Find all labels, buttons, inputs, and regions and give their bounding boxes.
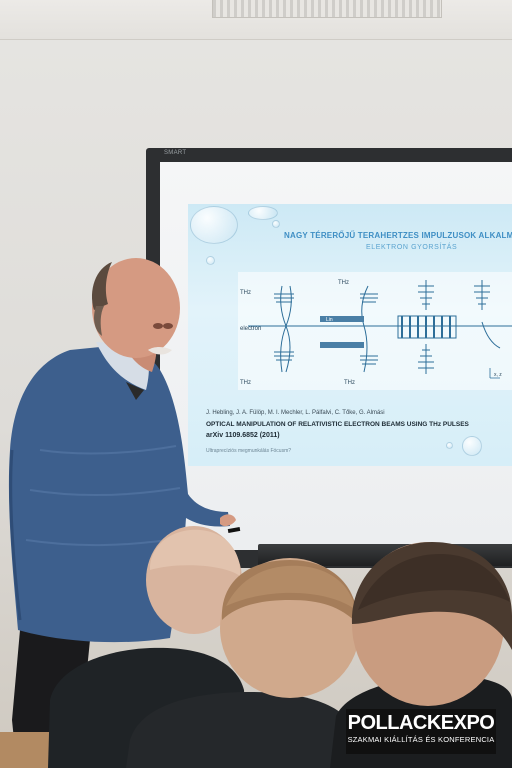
pollackexpo-logo: POLLACKEXPO SZAKMAI KIÁLLÍTÁS ÉS KONFERE…	[346, 709, 496, 754]
slide-bubble	[248, 206, 278, 220]
whiteboard-brand: SMART	[164, 150, 187, 156]
diagram-label-thz: THz	[338, 280, 349, 286]
diagram-label-lin: Lin	[326, 317, 333, 323]
diagram-label-thz: THz	[240, 380, 251, 386]
slide-diagram: THz electron THz THz THz Lin x, z	[238, 272, 512, 390]
logo-wordmark: POLLACKEXPO	[347, 712, 495, 734]
slide-paper-title: OPTICAL MANIPULATION OF RELATIVISTIC ELE…	[206, 421, 469, 428]
ceiling-vent	[212, 0, 442, 18]
slide-title: NAGY TÉRERŐJŰ TERAHERTZES IMPULZUSOK ALK…	[284, 231, 512, 240]
slide-authors: J. Hebling, J. A. Fülöp, M. I. Mechler, …	[206, 410, 385, 416]
diagram-label-axes: x, z	[494, 372, 502, 378]
ceiling	[0, 0, 512, 40]
slide-footer: Ultraprecíziós megmunkálás Fócusm?	[206, 448, 292, 454]
slide-bubble	[190, 206, 238, 244]
slide-bubble	[272, 220, 280, 228]
slide-bubble	[446, 442, 453, 449]
diagram-label-thz: THz	[240, 290, 251, 296]
projected-slide: NAGY TÉRERŐJŰ TERAHERTZES IMPULZUSOK ALK…	[188, 204, 512, 466]
slide-bubble	[462, 436, 482, 456]
logo-tagline: SZAKMAI KIÁLLÍTÁS ÉS KONFERENCIA	[347, 735, 495, 744]
slide-subtitle: ELEKTRON GYORSÍTÁS	[366, 244, 458, 251]
audience	[0, 526, 512, 768]
diagram-label-thz: THz	[344, 380, 355, 386]
diagram-label-electron: electron	[240, 326, 261, 332]
slide-arxiv-ref: arXiv 1109.6852 (2011)	[206, 432, 280, 439]
slide-bubble	[206, 256, 215, 265]
